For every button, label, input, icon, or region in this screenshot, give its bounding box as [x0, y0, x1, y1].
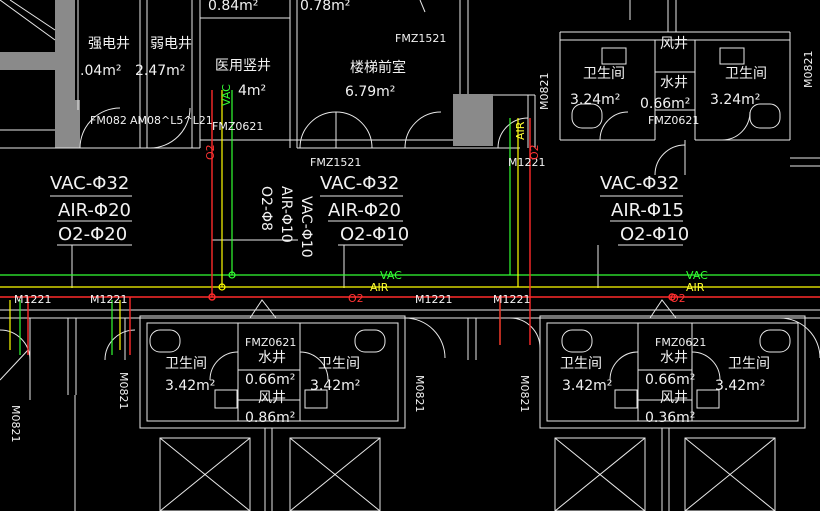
room-area-toilet: 3.42m²	[165, 378, 215, 394]
door-label: M1221	[415, 293, 453, 306]
door-label: AM08^L5^L21	[130, 114, 213, 127]
bottom-toilets-right	[539, 299, 806, 511]
pipe-tag-vac: VAC	[220, 84, 233, 106]
room-area-wind: 0.36m²	[645, 410, 695, 426]
pipe-spec-o2: O2-Φ20	[58, 224, 127, 245]
room-label-water-shaft: 水井	[258, 350, 286, 366]
pipe-tag-vac: VAC	[686, 269, 708, 282]
pipe-tag-air: AIR	[686, 281, 705, 294]
room-area-weak: 2.47m²	[135, 63, 185, 79]
door-label: M0821	[9, 405, 22, 443]
room-area-elevator: 6.79m²	[345, 84, 395, 100]
room-label-toilet: 卫生间	[560, 356, 602, 372]
door-label: M1221	[508, 156, 546, 169]
door-label: FMZ1521	[395, 32, 446, 45]
pipe-spec-vac: VAC-Φ32	[600, 173, 679, 194]
room-label-wind-shaft: 风井	[660, 390, 688, 406]
room-label-toilet: 卫生间	[583, 66, 625, 82]
pipe-spec-air: AIR-Φ15	[611, 200, 684, 221]
room-label-toilet: 卫生间	[318, 356, 360, 372]
pipe-spec-o2-vertical: O2-Φ8	[258, 186, 274, 231]
vac-pipe	[0, 90, 820, 355]
pipe-tag-o2: O2	[348, 292, 364, 305]
pipe-spec-vac: VAC-Φ32	[320, 173, 399, 194]
corridor-walls	[0, 309, 820, 511]
air-pipe	[0, 90, 820, 350]
room-area-water: 0.66m²	[640, 96, 690, 112]
room-area-medical: 4m²	[238, 83, 266, 99]
room-label-toilet: 卫生间	[725, 66, 767, 82]
pipe-tag-o2: O2	[528, 144, 541, 160]
label-leaders	[50, 195, 683, 288]
pipe-spec-air: AIR-Φ20	[58, 200, 131, 221]
room-area-water: 0.66m²	[645, 372, 695, 388]
room-area-top1: 0.84m²	[208, 0, 258, 14]
o2-pipe	[0, 90, 820, 355]
room-area-toilet: 3.24m²	[570, 92, 620, 108]
pipe-spec-o2: O2-Φ10	[340, 224, 409, 245]
pipe-spec-vac-vertical: VAC-Φ10	[298, 196, 314, 258]
wall-block	[0, 52, 58, 70]
door-label: FMZ0621	[655, 336, 706, 349]
door-label: M0821	[802, 51, 815, 89]
room-label-medical-shaft: 医用竖井	[215, 58, 271, 74]
room-label-wind-shaft: 风井	[660, 36, 688, 52]
room-label-water-shaft: 水井	[660, 350, 688, 366]
room-area-toilet: 3.42m²	[310, 378, 360, 394]
room-area-toilet: 3.42m²	[715, 378, 765, 394]
pipe-spec-o2: O2-Φ10	[620, 224, 689, 245]
room-label-weak-shaft: 弱电井	[150, 36, 192, 52]
room-area-top2: 0.78m²	[300, 0, 350, 14]
room-label-wind-shaft: 风井	[258, 390, 286, 406]
door-label: FMZ0621	[648, 114, 699, 127]
pipe-spec-air-vertical: AIR-Φ10	[278, 186, 294, 243]
door-label: M1221	[493, 293, 531, 306]
room-label-strong-shaft: 强电井	[88, 36, 130, 52]
door-label: M0821	[518, 375, 531, 413]
door-label: M1221	[14, 293, 52, 306]
door-label: M0821	[413, 375, 426, 413]
top-walls	[0, 0, 820, 176]
room-area-wind: 0.86m²	[245, 410, 295, 426]
room-area-water: 0.66m²	[245, 372, 295, 388]
room-label-toilet: 卫生间	[728, 356, 770, 372]
pipe-tag-o2: O2	[670, 292, 686, 305]
room-area-toilet: 3.24m²	[710, 92, 760, 108]
pipe-tag-air: AIR	[514, 121, 527, 140]
room-label-toilet: 卫生间	[165, 356, 207, 372]
bottom-toilets-left	[139, 299, 406, 511]
pipe-tag-o2: O2	[204, 144, 217, 160]
door-label: FM082	[90, 114, 127, 127]
pipe-tag-vac: VAC	[380, 269, 402, 282]
pipe-spec-vac: VAC-Φ32	[50, 173, 129, 194]
room-area-toilet: 3.42m²	[562, 378, 612, 394]
room-label-water-shaft: 水井	[660, 75, 688, 91]
room-label-elevator-lobby: 楼梯前室	[350, 59, 406, 76]
door-label: M1221	[90, 293, 128, 306]
pipe-spec-air: AIR-Φ20	[328, 200, 401, 221]
door-label: M0821	[538, 73, 551, 111]
door-label: M0821	[117, 372, 130, 410]
pipe-tag-air: AIR	[370, 281, 389, 294]
door-label: FMZ0621	[245, 336, 296, 349]
wall-column	[55, 100, 80, 148]
wall-column	[453, 94, 493, 146]
room-area-strong: .04m²	[80, 63, 122, 79]
door-label: FMZ0621	[212, 120, 263, 133]
door-label: FMZ1521	[310, 156, 361, 169]
